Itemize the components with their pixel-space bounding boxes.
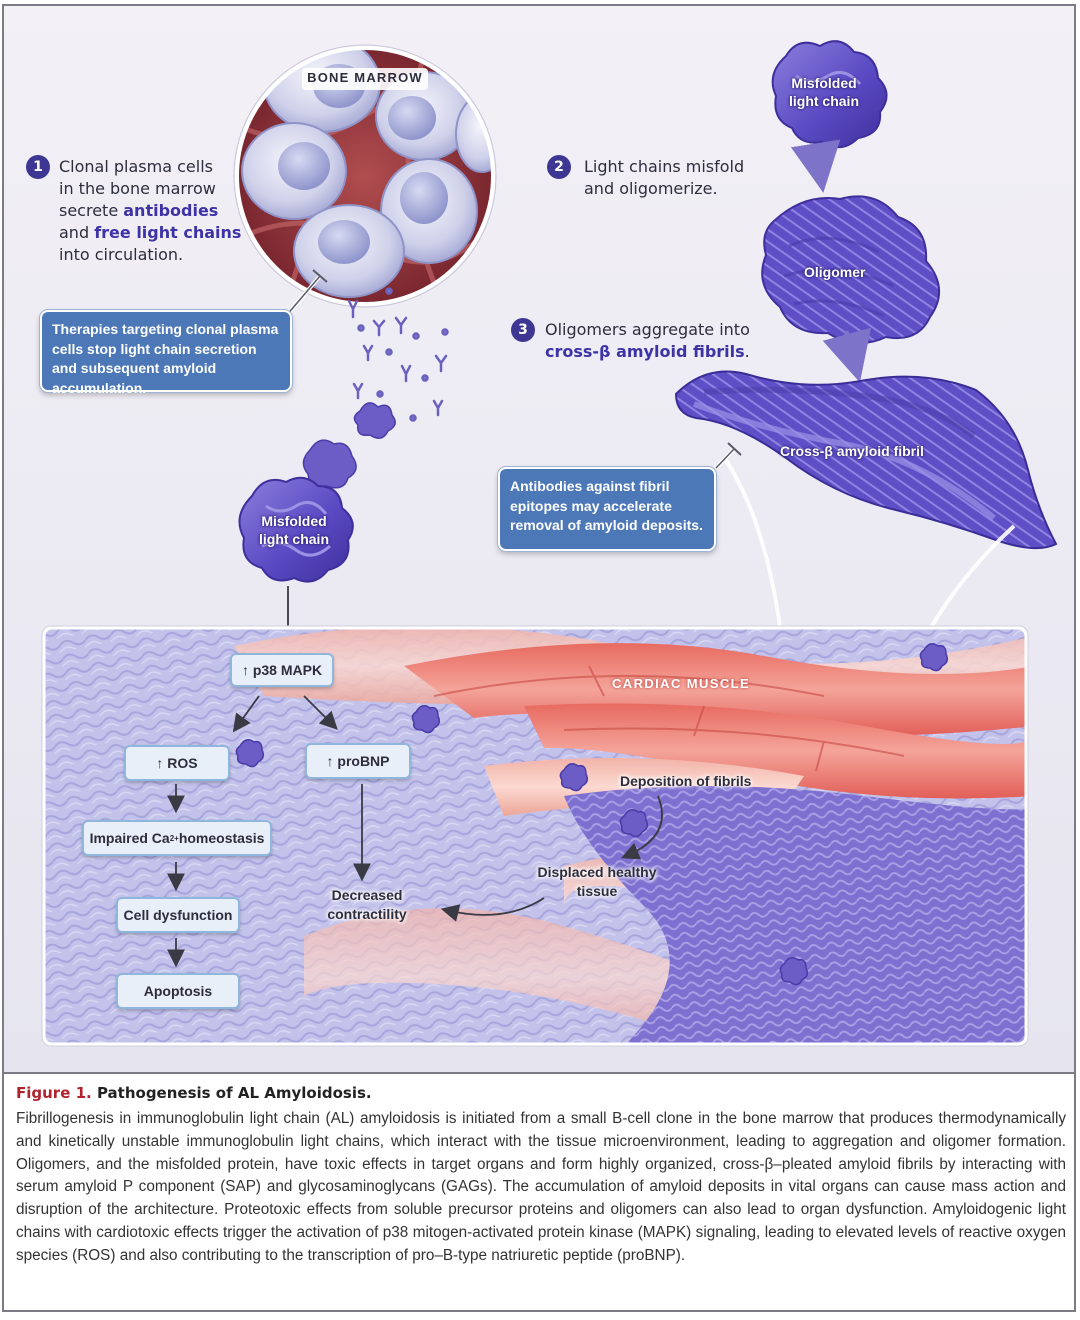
misfolded-top-line: light chain xyxy=(789,93,859,109)
misfolded-light-chain-top xyxy=(771,40,888,149)
step-1-line: into circulation. xyxy=(59,245,184,264)
misfolded-top-line: Misfolded xyxy=(791,75,857,91)
step-1-line: Clonal plasma cells xyxy=(59,157,213,176)
misfolded-light-chain-left-label: Misfolded light chain xyxy=(254,512,334,548)
step-1-badge: 1 xyxy=(26,155,50,179)
illustration-panel: 1 Clonal plasma cells in the bone marrow… xyxy=(4,6,1074,1074)
p38-mapk-box: ↑ p38 MAPK xyxy=(230,653,334,687)
small-aggregate xyxy=(302,439,357,489)
step-2-line: Light chains misfold xyxy=(584,157,745,176)
step-2-line: and oligomerize. xyxy=(584,179,718,198)
decreased-line: contractility xyxy=(327,906,407,922)
step-2-badge: 2 xyxy=(547,155,571,179)
plasma-cell xyxy=(380,158,478,264)
oligomer-label: Oligomer xyxy=(804,264,866,280)
caption-body: Fibrillogenesis in immunoglobulin light … xyxy=(16,1110,1066,1264)
flow-arrows xyxy=(167,695,663,968)
arrow-oligomer-to-fibril xyxy=(822,327,872,383)
figure-frame xyxy=(2,4,1076,1312)
fibril-label: Cross-β amyloid fibril xyxy=(780,443,924,459)
therapy-callout: Therapies targeting clonal plasma cells … xyxy=(40,310,292,396)
step-1-line: secrete antibodies xyxy=(59,200,259,222)
misfolded-light-chain-top-label: Misfolded light chain xyxy=(784,74,864,110)
arrow-misfold-to-oligomer xyxy=(790,139,841,193)
step-2-text: Light chains misfold and oligomerize. xyxy=(584,156,784,200)
figure-title: Pathogenesis of AL Amyloidosis. xyxy=(91,1084,372,1102)
cardiac-muscle-label: CARDIAC MUSCLE xyxy=(612,676,751,691)
tissue-aggregates xyxy=(235,643,949,986)
calcium-superscript: 2+ xyxy=(169,833,179,843)
plasma-cell xyxy=(455,95,493,173)
step-3-line: Oligomers aggregate into xyxy=(545,320,750,339)
probnp-box: ↑ proBNP xyxy=(305,743,411,779)
muscle-fiber xyxy=(304,908,764,1044)
illustration-art xyxy=(41,40,1058,1047)
cell-dysfunction-box: Cell dysfunction xyxy=(116,897,240,933)
displaced-line: Displaced healthy xyxy=(537,864,657,880)
misfolded-left-line: Misfolded xyxy=(261,513,327,529)
figure-caption: Figure 1. Pathogenesis of AL Amyloidosis… xyxy=(16,1082,1066,1268)
bone-marrow-circle xyxy=(233,44,497,308)
bone-marrow-label: BONE MARROW xyxy=(307,70,423,85)
plasma-cell xyxy=(293,204,405,298)
calcium-text: Impaired Ca xyxy=(89,830,170,846)
displaced-tissue-label: Displaced healthy tissue xyxy=(530,863,664,901)
step-1-line: and free light chains xyxy=(59,222,259,244)
step-3-line: cross-β amyloid fibrils. xyxy=(545,341,785,363)
figure-number: Figure 1. xyxy=(16,1084,92,1102)
muscle-fiber xyxy=(524,703,1026,799)
decreased-contractility-label: Decreased contractility xyxy=(318,886,416,924)
misfolded-light-chain-left xyxy=(238,476,354,583)
step-3-text: Oligomers aggregate into cross-β amyloid… xyxy=(545,319,785,363)
plasma-cell xyxy=(241,122,347,220)
free-light-chains-highlight: free light chains xyxy=(94,223,242,242)
decreased-line: Decreased xyxy=(331,887,403,903)
misfolded-left-line: light chain xyxy=(259,531,329,547)
antibody-inhibition-connector xyxy=(714,442,742,470)
caption-title: Figure 1. Pathogenesis of AL Amyloidosis… xyxy=(16,1082,1066,1104)
cross-beta-fibril xyxy=(674,370,1058,550)
ros-box: ↑ ROS xyxy=(124,745,230,781)
step-3-line-text: . xyxy=(744,342,750,361)
amyloid-deposit xyxy=(564,786,1026,1044)
step-1-line: in the bone marrow xyxy=(59,179,216,198)
cardiac-tissue-panel xyxy=(41,625,1029,1047)
cross-beta-fibrils-highlight: cross-β amyloid fibrils xyxy=(545,342,745,361)
antibody-callout: Antibodies against fibril epitopes may a… xyxy=(498,467,716,551)
therapy-inhibition-connector xyxy=(284,269,328,318)
step-1-line-text: and xyxy=(59,223,95,242)
antibodies-highlight: antibodies xyxy=(123,201,219,220)
oligomer xyxy=(761,195,941,344)
step-1-line-text: secrete xyxy=(59,201,124,220)
apoptosis-box: Apoptosis xyxy=(116,973,240,1009)
calcium-text: homeostasis xyxy=(178,830,265,846)
displaced-line: tissue xyxy=(576,883,618,899)
deposition-label: Deposition of fibrils xyxy=(620,773,752,789)
step-3-badge: 3 xyxy=(511,318,535,342)
secreted-light-chains xyxy=(347,287,449,422)
small-aggregate xyxy=(353,402,396,439)
step-1-text: Clonal plasma cells in the bone marrow s… xyxy=(59,156,259,266)
